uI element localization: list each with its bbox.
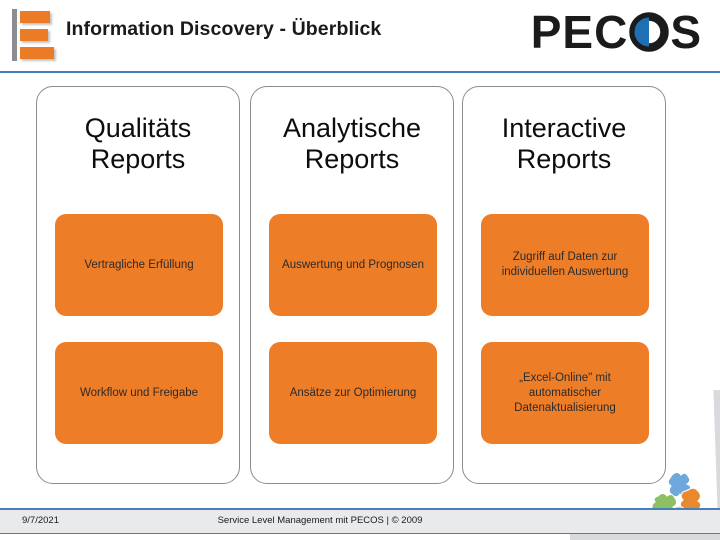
column-box[interactable]: Vertragliche Erfüllung bbox=[55, 214, 223, 316]
column-box[interactable]: „Excel-Online" mit automatischer Datenak… bbox=[481, 342, 649, 444]
pecos-letter-s: S bbox=[670, 6, 702, 58]
header-divider bbox=[0, 71, 720, 73]
logo-bar-top bbox=[20, 11, 50, 23]
logo-spine bbox=[12, 9, 17, 61]
pecos-wordmark: PEC S bbox=[531, 9, 702, 55]
column-title: Qualitäts Reports bbox=[84, 113, 192, 174]
column-analytische-reports[interactable]: Analytische Reports Auswertung und Progn… bbox=[250, 86, 454, 484]
orange-e-logo-icon bbox=[12, 9, 58, 61]
column-box[interactable]: Auswertung und Prognosen bbox=[269, 214, 437, 316]
column-interactive-reports[interactable]: Interactive Reports Zugriff auf Daten zu… bbox=[462, 86, 666, 484]
logo-bar-bottom bbox=[20, 47, 54, 59]
pecos-letters-pec: PEC bbox=[530, 6, 629, 58]
column-title: Interactive Reports bbox=[501, 113, 627, 174]
footer-band bbox=[0, 508, 720, 534]
page-title: Information Discovery - Überblick bbox=[66, 18, 382, 40]
footer-caption: Service Level Management mit PECOS | © 2… bbox=[217, 515, 423, 526]
column-box[interactable]: Zugriff auf Daten zur individuellen Ausw… bbox=[481, 214, 649, 316]
column-box[interactable]: Ansätze zur Optimierung bbox=[269, 342, 437, 444]
column-qualitaets-reports[interactable]: Qualitäts Reports Vertragliche Erfüllung… bbox=[36, 86, 240, 484]
column-box[interactable]: Workflow und Freigabe bbox=[55, 342, 223, 444]
columns-container: Qualitäts Reports Vertragliche Erfüllung… bbox=[0, 86, 720, 486]
logo-bar-middle bbox=[20, 29, 48, 41]
slide-header: Information Discovery - Überblick PEC S bbox=[0, 0, 720, 73]
pecos-o-icon bbox=[629, 12, 670, 52]
pecos-logo: PEC S bbox=[531, 8, 702, 56]
footer-date: 9/7/2021 bbox=[22, 515, 59, 526]
column-title: Analytische Reports bbox=[282, 113, 422, 174]
